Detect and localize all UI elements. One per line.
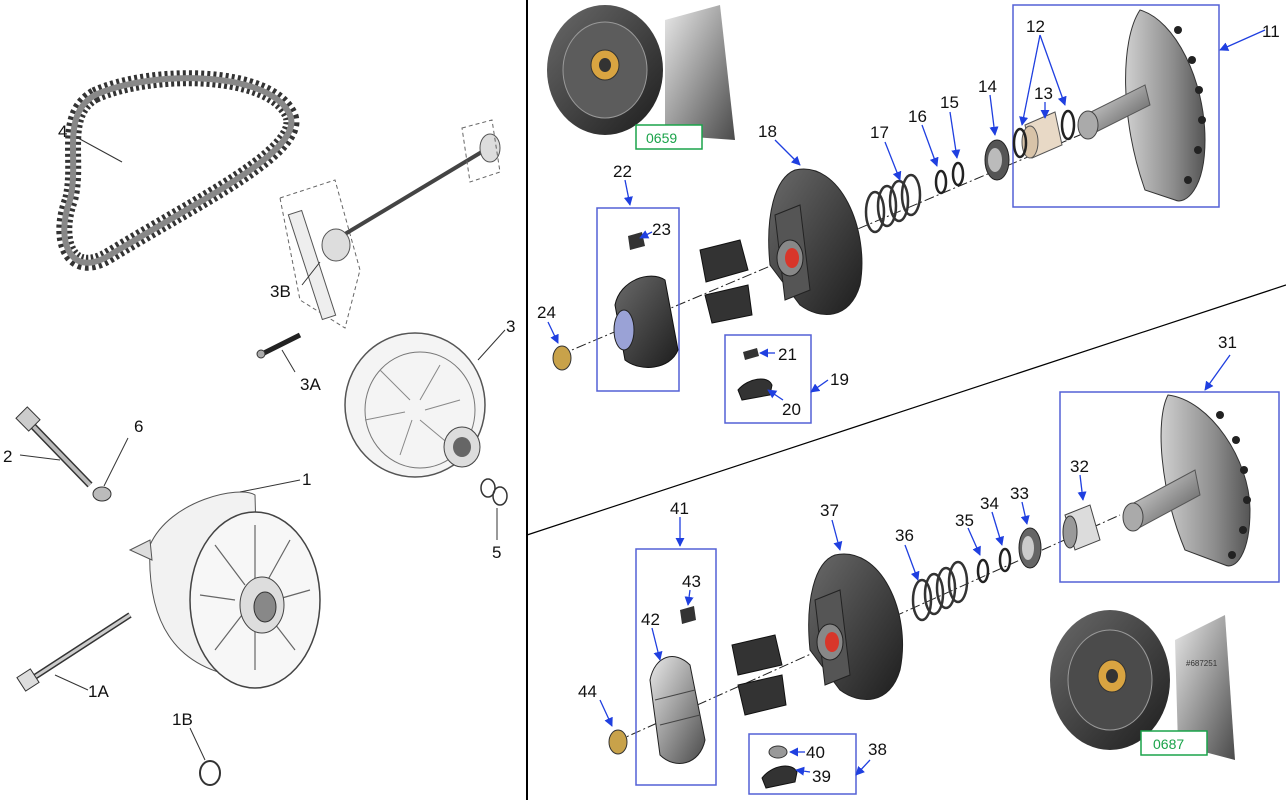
ring-1b xyxy=(199,760,221,786)
bearing-33 xyxy=(1018,527,1042,569)
photo-top-clutch: 0659 xyxy=(545,5,735,150)
label-39: 39 xyxy=(812,767,831,786)
bearing-32 xyxy=(1062,504,1101,551)
label-41: 41 xyxy=(670,499,689,518)
roller-21 xyxy=(743,348,759,360)
label-6: 6 xyxy=(134,417,143,436)
label-12: 12 xyxy=(1026,17,1045,36)
bushing-43 xyxy=(680,606,696,624)
box-19 xyxy=(724,334,812,424)
label-32: 32 xyxy=(1070,457,1089,476)
ring-35 xyxy=(976,558,990,584)
bolt-3a xyxy=(256,332,302,359)
box-22 xyxy=(596,207,680,392)
o-ring-12b xyxy=(1060,109,1076,141)
photo-bottom-clutch: #687251 0687 xyxy=(1050,610,1235,760)
label-31: 31 xyxy=(1218,333,1237,352)
bearing-14 xyxy=(984,139,1010,181)
label-44: 44 xyxy=(578,682,597,701)
label-20: 20 xyxy=(782,400,801,419)
label-43: 43 xyxy=(682,572,701,591)
label-33: 33 xyxy=(1010,484,1029,503)
label-14: 14 xyxy=(978,77,997,96)
label-5: 5 xyxy=(492,543,501,562)
photo-tag-top: 0659 xyxy=(646,130,677,146)
spider-rollers xyxy=(699,239,753,324)
drive-clutch-assembly xyxy=(128,491,321,689)
label-1: 1 xyxy=(302,470,311,489)
label-38: 38 xyxy=(868,740,887,759)
photo-tag-bottom: 0687 xyxy=(1153,736,1184,752)
box-38 xyxy=(748,733,857,795)
label-16: 16 xyxy=(908,107,927,126)
o-ring-12a xyxy=(1012,127,1028,159)
label-19: 19 xyxy=(830,370,849,389)
drive-belt xyxy=(56,70,300,271)
box-11 xyxy=(1012,4,1220,208)
label-22: 22 xyxy=(613,162,632,181)
label-42: 42 xyxy=(641,610,660,629)
label-18: 18 xyxy=(758,122,777,141)
bushing-23 xyxy=(628,232,645,250)
diagonal-divider xyxy=(526,284,1286,536)
label-3a: 3A xyxy=(300,375,321,394)
moveable-sheave-37 xyxy=(808,553,904,701)
bolt-2 xyxy=(15,406,93,488)
label-13: 13 xyxy=(1034,84,1053,103)
fixed-sheave-31 xyxy=(1122,394,1251,567)
button-20 xyxy=(737,378,773,401)
label-3: 3 xyxy=(506,317,515,336)
fixed-sheave-11 xyxy=(1077,9,1206,202)
label-15: 15 xyxy=(940,93,959,112)
label-24: 24 xyxy=(537,303,556,322)
label-37: 37 xyxy=(820,501,839,520)
nut-24 xyxy=(552,345,572,371)
label-36: 36 xyxy=(895,526,914,545)
moveable-sheave-18 xyxy=(768,168,863,316)
label-17: 17 xyxy=(870,123,889,142)
o-rings-5 xyxy=(480,478,508,506)
ring-34 xyxy=(998,547,1012,573)
spring-36 xyxy=(911,560,969,622)
spider-rollers-bottom xyxy=(731,634,787,716)
box-41 xyxy=(635,548,717,786)
axis-top xyxy=(559,117,1121,356)
label-4: 4 xyxy=(58,122,67,141)
spacer-13 xyxy=(1021,111,1063,159)
label-1b: 1B xyxy=(172,710,193,729)
label-34: 34 xyxy=(980,494,999,513)
label-11: 11 xyxy=(1262,22,1280,41)
label-35: 35 xyxy=(955,511,974,530)
label-2: 2 xyxy=(3,447,12,466)
washer-6 xyxy=(92,486,112,502)
button-39 xyxy=(761,765,798,789)
label-1a: 1A xyxy=(88,682,109,701)
ring-15 xyxy=(951,161,965,187)
bolt-1a xyxy=(16,612,132,692)
cover-42 xyxy=(649,656,706,764)
puller-tool xyxy=(279,119,501,329)
spring-17 xyxy=(864,173,922,234)
label-3b: 3B xyxy=(270,282,291,301)
driven-clutch-assembly xyxy=(344,332,486,478)
cover-22 xyxy=(613,275,679,368)
nut-44 xyxy=(608,729,628,755)
label-40: 40 xyxy=(806,743,825,762)
photo-bottom-stamp: #687251 xyxy=(1186,659,1218,668)
label-21: 21 xyxy=(778,345,797,364)
label-23: 23 xyxy=(652,220,671,239)
box-31 xyxy=(1059,391,1280,583)
ring-16 xyxy=(934,169,948,195)
roller-40 xyxy=(768,745,788,759)
